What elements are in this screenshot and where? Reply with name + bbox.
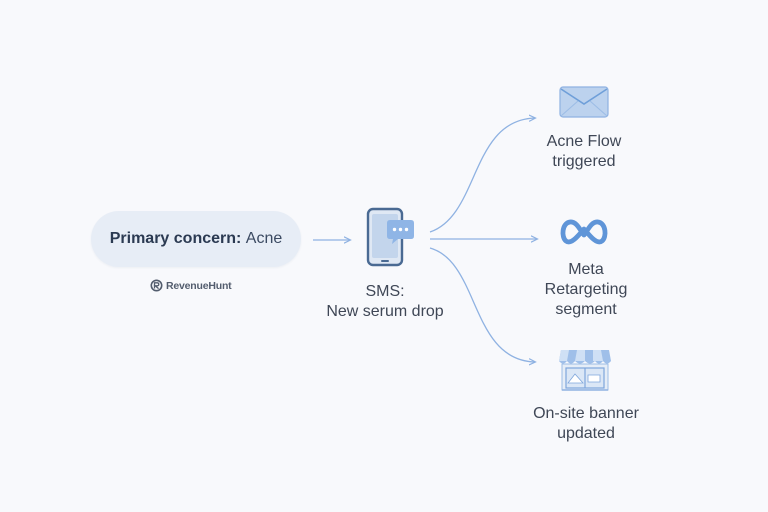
- output-banner-label: On-site banner updated: [506, 404, 666, 444]
- output-email-line2: triggered: [552, 153, 616, 170]
- concern-label: Primary concern:: [109, 230, 242, 247]
- output-banner-line1: On-site banner: [533, 405, 639, 422]
- sms-label: SMS: New serum drop: [305, 282, 465, 322]
- arrow-sms-to-banner: [429, 247, 535, 362]
- storefront-icon: [559, 350, 611, 391]
- output-banner-line2: updated: [557, 425, 615, 442]
- meta-logo-icon: [560, 219, 608, 245]
- concern-value: Acne: [245, 230, 283, 247]
- primary-concern-pill: Primary concern: Acne: [91, 211, 301, 267]
- envelope-icon: [559, 86, 609, 118]
- arrow-sms-to-email: [429, 118, 535, 233]
- sms-label-line2: New serum drop: [326, 303, 444, 320]
- revenuehunt-logo-icon: [150, 279, 163, 292]
- brand-logo: RevenueHunt: [150, 279, 232, 292]
- phone-sms-icon: [366, 207, 414, 267]
- output-meta-line3: segment: [555, 301, 617, 318]
- output-meta-line2: Retargeting: [544, 281, 628, 298]
- sms-label-line1: SMS:: [365, 283, 405, 300]
- output-email-line1: Acne Flow: [546, 133, 622, 150]
- output-meta-label: Meta Retargeting segment: [506, 260, 666, 320]
- output-meta-line1: Meta: [568, 261, 604, 278]
- output-email-label: Acne Flow triggered: [514, 132, 654, 172]
- brand-name: RevenueHunt: [166, 279, 232, 292]
